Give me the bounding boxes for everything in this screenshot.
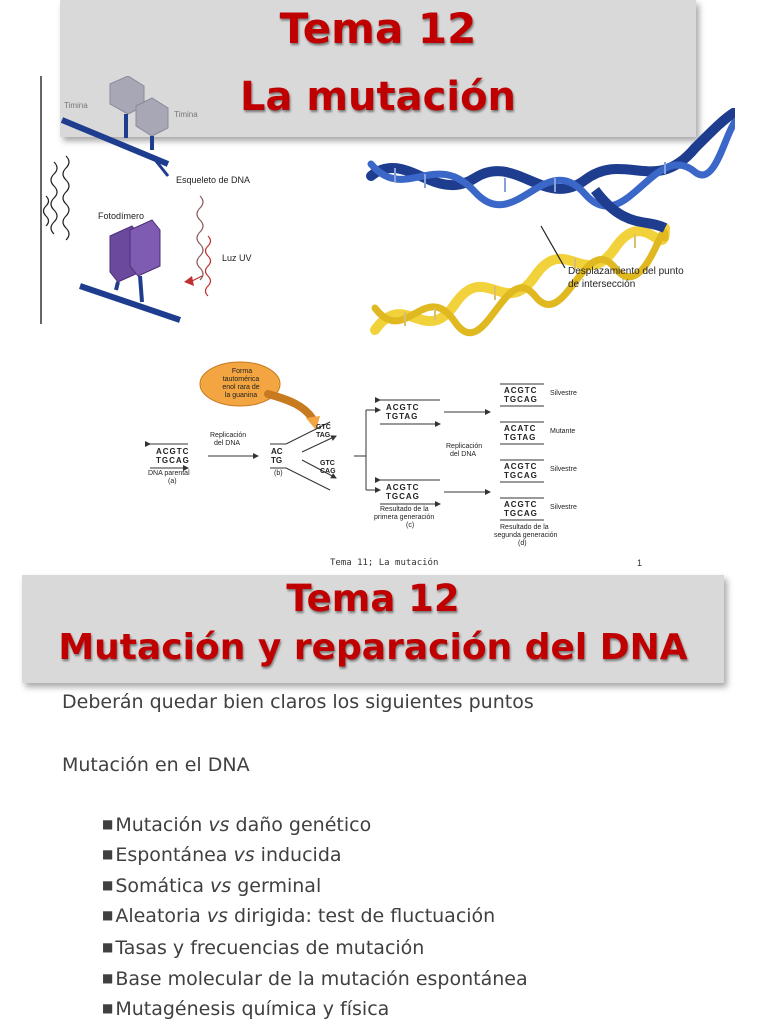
label-replicacion-2: del DNA (214, 440, 241, 447)
label-silvestre-3: Silvestre (550, 504, 577, 511)
slide2-intro: Deberán quedar bien claros los siguiente… (62, 691, 534, 713)
callout-line4: la guanina (224, 392, 258, 399)
bullet-text: Tasas y frecuencias de mutación (115, 937, 425, 959)
figure-tautomer-replication: Forma tautomérica enol rara de la guanin… (140, 360, 610, 555)
slide1-title-line2: La mutación (239, 74, 517, 120)
label-c: (c) (406, 522, 415, 529)
label-fotodimero: Fotodímero (98, 211, 145, 221)
caption-desplazamiento-line1: Desplazamiento del punto (568, 266, 684, 277)
bullet-text-rest: inducida (254, 844, 342, 866)
seq-b-down-top: GTC (320, 460, 335, 467)
label-resultado1-line1: Resultado de la (380, 506, 429, 513)
label-resultado1-line2: primera generación (374, 514, 435, 521)
seq-d4-bottom: TGCAG (504, 509, 538, 518)
bullet-marker: ■ (102, 1001, 114, 1015)
label-timina-right: Timina (174, 110, 198, 119)
label-resultado2-line2: segunda generación (494, 532, 558, 539)
label-replicacion2-1: Replicación (446, 443, 483, 450)
bullet-item: ■Base molecular de la mutación espontáne… (102, 968, 528, 990)
slide2-title-line2: Mutación y reparación del DNA (58, 627, 688, 668)
replication-diagram (145, 361, 544, 521)
label-timina-left: Timina (64, 101, 88, 110)
bullet-text: Aleatoria (115, 905, 207, 927)
bullet-item: ■Mutación vs daño genético (102, 814, 371, 836)
seq-c1-top: ACGTC (386, 403, 420, 412)
bullet-item: ■Aleatoria vs dirigida: test de fluctuac… (102, 905, 495, 927)
label-luz-uv: Luz UV (222, 253, 252, 263)
seq-d1-top: ACGTC (504, 386, 538, 395)
bullet-text: Espontánea (115, 844, 234, 866)
bullet-item: ■Espontánea vs inducida (102, 844, 342, 866)
label-esqueleto-dna: Esqueleto de DNA (176, 175, 251, 185)
callout-line3: enol rara de (222, 384, 260, 391)
seq-c1-bottom: TGTAG (386, 412, 419, 421)
label-a: (a) (168, 478, 177, 485)
bullet-marker: ■ (102, 971, 114, 985)
seq-d3-bottom: TGCAG (504, 471, 538, 480)
label-replicacion2-2: del DNA (450, 451, 477, 458)
seq-b-down-bottom: CAG (320, 468, 336, 475)
figure-uv-dimer: Timina Timina Esqueleto de DNA Fotodímer… (40, 75, 330, 326)
bullet-text-rest: daño genético (229, 814, 372, 836)
bullet-emphasis: vs (206, 905, 228, 927)
figure-helix-crossing: Desplazamiento del punto de intersección (365, 107, 740, 338)
label-resultado2-line1: Resultado de la (500, 524, 549, 531)
bullet-text: Mutación (115, 814, 209, 836)
seq-c2-bottom: TGCAG (386, 492, 420, 501)
helix-illustration (366, 107, 740, 337)
slide2-title-band: Tema 12 Mutación y reparación del DNA (22, 575, 724, 683)
bullet-marker: ■ (102, 817, 114, 831)
label-replicacion-1: Replicación (210, 432, 247, 439)
bullet-marker: ■ (102, 847, 114, 861)
label-silvestre-1: Silvestre (550, 390, 577, 397)
seq-b-bottom: TG (271, 456, 283, 465)
seq-b-up-top: GTC (316, 424, 331, 431)
label-d: (d) (518, 540, 527, 547)
label-dna-parental: DNA parental (148, 470, 190, 477)
bullet-text-rest: dirigida: test de fluctuación (227, 905, 496, 927)
slide1-title-line1: Tema 12 (279, 4, 477, 53)
uv-dimer-illustration (40, 75, 212, 324)
seq-c2-top: ACGTC (386, 483, 420, 492)
label-b: (b) (274, 470, 283, 477)
seq-d3-top: ACGTC (504, 462, 538, 471)
callout-line1: Forma (231, 368, 253, 375)
seq-d2-bottom: TGTAG (504, 433, 537, 442)
seq-b-top: AC (271, 447, 283, 456)
seq-d4-top: ACGTC (504, 500, 538, 509)
bullet-item: ■Mutagénesis química y física (102, 998, 389, 1020)
bullet-item: ■Somática vs germinal (102, 875, 321, 897)
label-silvestre-2: Silvestre (550, 466, 577, 473)
seq-parent-bottom: TGCAG (156, 456, 190, 465)
label-mutante: Mutante (550, 428, 576, 435)
bullet-text-rest: germinal (231, 875, 322, 897)
slide2-section: Mutación en el DNA (62, 754, 250, 776)
bullet-text: Mutagénesis química y física (115, 998, 390, 1020)
bullet-text: Somática (115, 875, 211, 897)
bullet-text: Base molecular de la mutación espontánea (115, 968, 528, 990)
seq-parent-top: ACGTC (156, 447, 190, 456)
callout-line2: tautomérica (222, 376, 260, 383)
seq-d1-bottom: TGCAG (504, 395, 538, 404)
seq-d2-top: ACATC (504, 424, 537, 433)
seq-b-up-bottom: TAG (316, 432, 331, 439)
bullet-emphasis: vs (233, 844, 255, 866)
bullet-item: ■Tasas y frecuencias de mutación (102, 937, 424, 959)
slide2-title-line1: Tema 12 (286, 577, 460, 620)
bullet-emphasis: vs (210, 875, 232, 897)
caption-desplazamiento-line2: de intersección (568, 279, 636, 290)
slide1-footer: Tema 11; La mutación (330, 558, 439, 568)
bullet-marker: ■ (102, 878, 114, 892)
slide1-page-number: 1 (637, 558, 643, 568)
bullet-marker: ■ (102, 908, 114, 922)
bullet-emphasis: vs (208, 814, 230, 836)
bullet-marker: ■ (102, 940, 114, 954)
